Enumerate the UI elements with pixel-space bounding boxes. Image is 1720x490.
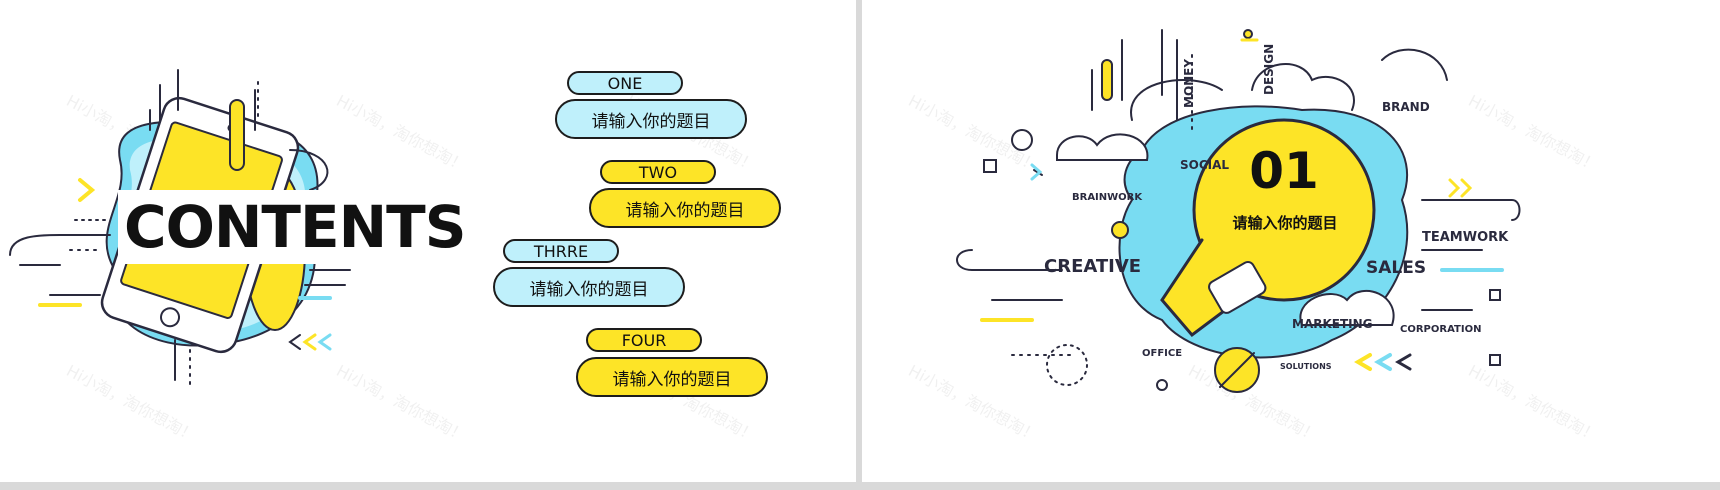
item-2-label-text: TWO xyxy=(638,162,678,182)
word-brainwork: BRAINWORK xyxy=(1072,192,1143,203)
item-3-label-text: THRRE xyxy=(533,241,589,261)
word-creative: CREATIVE xyxy=(1044,256,1142,277)
section-number: 01 xyxy=(1249,142,1319,200)
lightbulb-illustration xyxy=(956,29,1521,393)
word-corporation: CORPORATION xyxy=(1400,324,1482,335)
item-2-title[interactable]: 请输入你的题目 xyxy=(589,188,781,228)
item-3-label: THRRE xyxy=(503,239,619,263)
item-1-title[interactable]: 请输入你的题目 xyxy=(555,99,747,139)
word-social: SOCIAL xyxy=(1180,158,1230,172)
item-3-title-text: 请输入你的题目 xyxy=(529,279,649,300)
word-marketing: MARKETING xyxy=(1292,317,1373,331)
item-1-label: ONE xyxy=(567,71,683,95)
word-design: DESIGN xyxy=(1262,43,1276,95)
word-money: MONEY xyxy=(1182,58,1196,108)
item-2-title-text: 请输入你的题目 xyxy=(625,200,745,221)
contents-title: CONTENTS xyxy=(118,190,472,264)
word-teamwork: TEAMWORK xyxy=(1422,230,1509,245)
word-solutions: SOLUTIONS xyxy=(1280,362,1332,371)
slide-section-01: Hi小淘，淘你想淘！ Hi小淘，淘你想淘！ Hi小淘，淘你想淘！ Hi小淘，淘你… xyxy=(862,0,1720,482)
item-1-title-text: 请输入你的题目 xyxy=(591,111,711,132)
word-sales: SALES xyxy=(1366,258,1427,278)
slide-contents: Hi小淘，淘你想淘！ Hi小淘，淘你想淘！ Hi小淘，淘你想淘！ Hi小淘，淘你… xyxy=(0,0,856,482)
item-2-label: TWO xyxy=(600,160,716,184)
item-4-label: FOUR xyxy=(586,328,702,352)
item-4-title-text: 请输入你的题目 xyxy=(612,369,732,390)
item-4-title[interactable]: 请输入你的题目 xyxy=(576,357,768,397)
section-subtitle: 请输入你的题目 xyxy=(1232,214,1338,232)
item-1-label-text: ONE xyxy=(607,73,643,93)
word-brand: BRAND xyxy=(1382,100,1430,114)
word-office: OFFICE xyxy=(1142,348,1183,359)
item-3-title[interactable]: 请输入你的题目 xyxy=(493,267,685,307)
item-4-label-text: FOUR xyxy=(621,330,667,350)
